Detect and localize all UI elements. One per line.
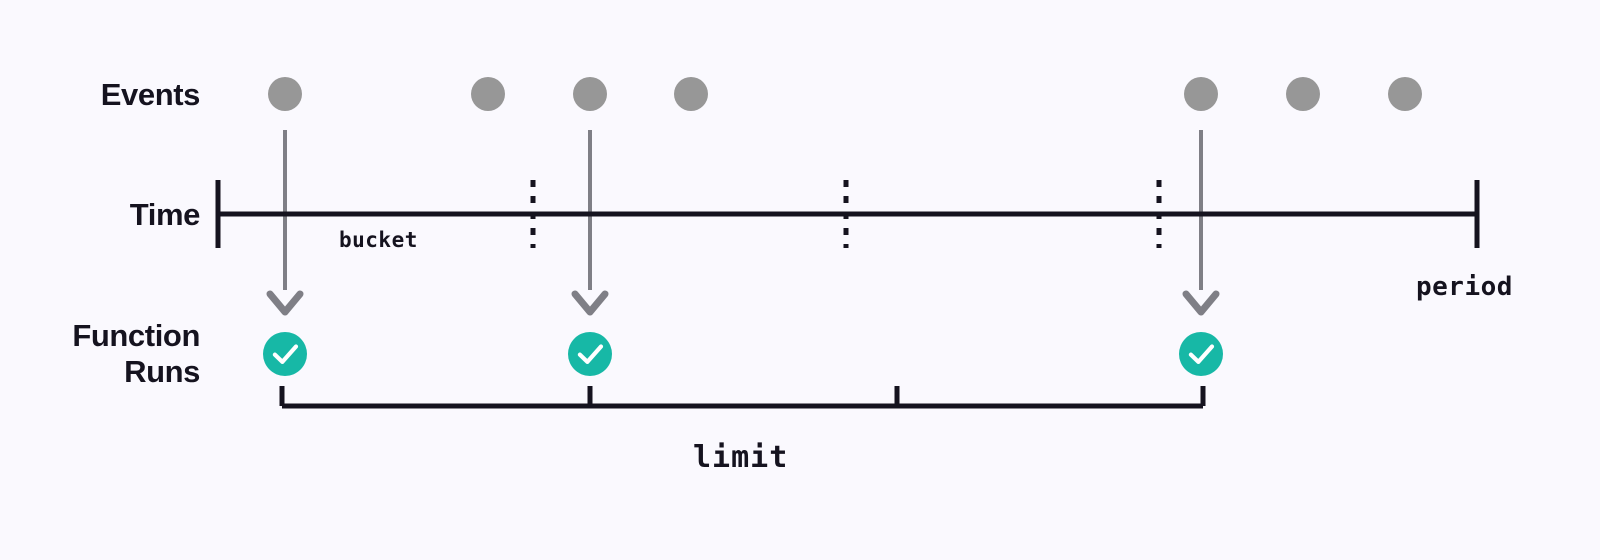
row-label-events: Events — [100, 77, 201, 112]
event-to-run-arrows-group — [266, 130, 1220, 316]
row-label-time: Time — [129, 197, 201, 232]
run-2-circle[interactable] — [568, 332, 612, 376]
function-run-markers-group — [263, 332, 1223, 376]
event-5-dot[interactable] — [1184, 77, 1218, 111]
arrow-1-head — [266, 290, 304, 316]
run-1-check-icon — [272, 344, 299, 365]
arrow-3-head — [1182, 290, 1220, 316]
period-annotation-label: period — [1416, 272, 1513, 302]
event-3-dot[interactable] — [573, 77, 607, 111]
run-2-check-icon — [577, 344, 604, 365]
bucket-annotation-label: bucket — [339, 228, 418, 252]
run-3-circle[interactable] — [1179, 332, 1223, 376]
row-label-function-runs: Function Runs — [72, 318, 200, 389]
run-3-check-icon — [1188, 344, 1215, 365]
event-4-dot[interactable] — [674, 77, 708, 111]
bucket-dividers-group — [530, 180, 1162, 248]
limit-bracket-group — [279, 386, 1206, 409]
limit-annotation-label: limit — [693, 440, 789, 475]
event-dots-group — [268, 77, 1422, 111]
run-1-circle[interactable] — [263, 332, 307, 376]
event-1-dot[interactable] — [268, 77, 302, 111]
event-2-dot[interactable] — [471, 77, 505, 111]
arrow-2-head — [571, 290, 609, 316]
event-7-dot[interactable] — [1388, 77, 1422, 111]
event-6-dot[interactable] — [1286, 77, 1320, 111]
